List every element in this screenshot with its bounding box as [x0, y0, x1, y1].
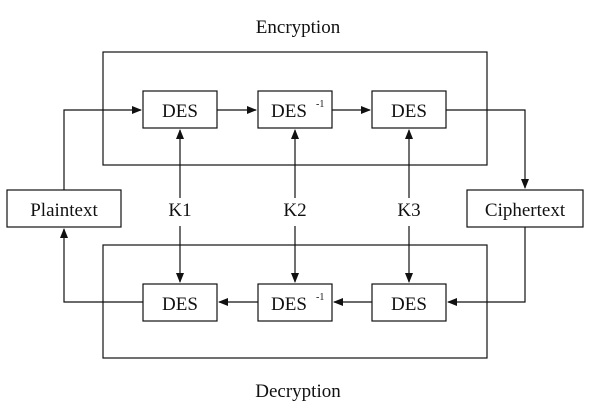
svg-text:Ciphertext: Ciphertext [485, 200, 566, 221]
dec-to-plaintext-arrow [60, 228, 143, 303]
key-label-1: K1 [168, 200, 191, 221]
dec-des-inverse-block: DES -1 [257, 283, 333, 322]
dec-des-block-1: DES [142, 283, 218, 322]
svg-text:DES: DES [391, 101, 427, 122]
svg-text:-1: -1 [316, 99, 324, 110]
key-label-3: K3 [397, 200, 420, 221]
dec-des-block-3: DES [371, 283, 447, 322]
enc-des-block-3: DES [371, 90, 447, 129]
enc-to-ciphertext-arrow [446, 109, 529, 189]
decryption-title: Decryption [255, 381, 341, 402]
ciphertext-box: Ciphertext [466, 189, 584, 228]
svg-text:DES: DES [391, 294, 427, 315]
svg-text:DES: DES [162, 294, 198, 315]
enc-des-inverse-block: DES -1 [257, 90, 333, 129]
plaintext-box: Plaintext [6, 189, 122, 228]
svg-text:DES: DES [162, 101, 198, 122]
key-label-2: K2 [283, 200, 306, 221]
svg-text:DES: DES [271, 294, 307, 315]
plaintext-to-enc-arrow [63, 106, 142, 190]
svg-text:DES: DES [271, 101, 307, 122]
svg-text:-1: -1 [316, 292, 324, 303]
encryption-title: Encryption [256, 17, 341, 38]
ciphertext-to-dec-arrow [447, 227, 526, 306]
svg-text:Plaintext: Plaintext [30, 200, 98, 221]
enc-des-block-1: DES [142, 90, 218, 129]
